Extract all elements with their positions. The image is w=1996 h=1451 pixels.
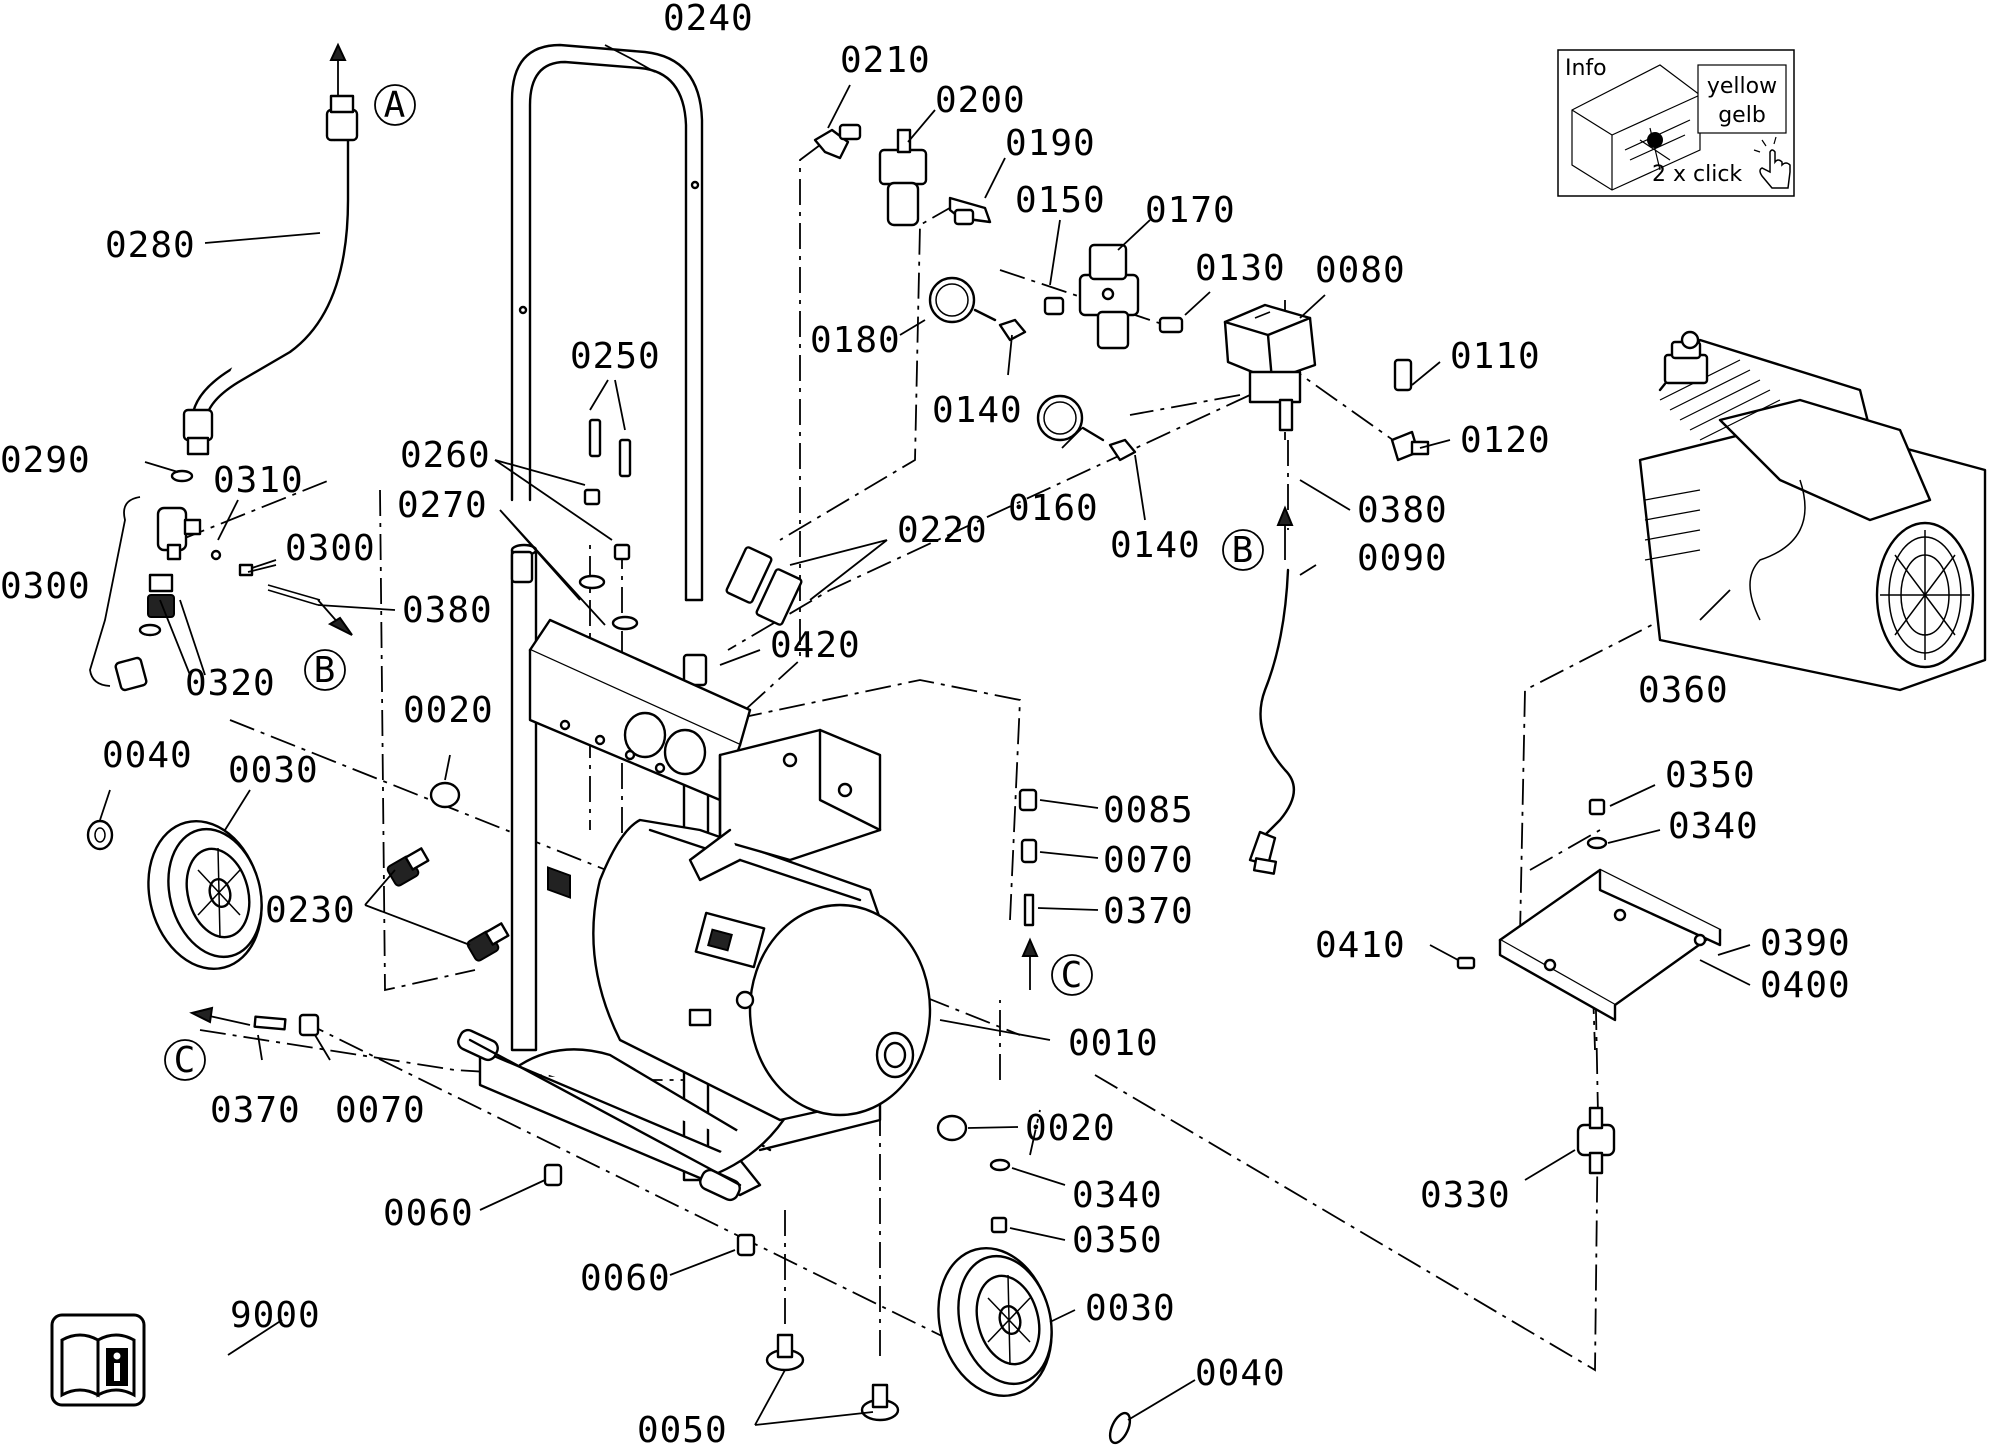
part-label: 0340	[1072, 1175, 1163, 1216]
part-label: 0150	[1015, 180, 1106, 221]
part-label: 0130	[1195, 248, 1286, 289]
part-label: 0180	[810, 320, 901, 361]
part-label: 0270	[397, 485, 488, 526]
part-label: 0110	[1450, 336, 1541, 377]
part-label: 0390	[1760, 923, 1851, 964]
part-label: 0120	[1460, 420, 1551, 461]
part-label: 0020	[1025, 1108, 1116, 1149]
info-box-hint: 2 x click	[1652, 162, 1742, 187]
part-label: 0030	[1085, 1288, 1176, 1329]
part-label: 0140	[932, 390, 1023, 431]
part-label: 0250	[570, 336, 661, 377]
color-label-de: gelb	[1718, 103, 1766, 128]
connector-markers: A B B C C	[164, 84, 1264, 1081]
connector-c-left-circle	[164, 1039, 206, 1081]
part-label: 0190	[1005, 123, 1096, 164]
connector-b-right-label: B	[1232, 530, 1255, 571]
part-label: 0380	[402, 590, 493, 631]
info-box[interactable]: Info yellow gelb 2 x click	[1557, 49, 1795, 197]
part-label: 0240	[663, 0, 754, 39]
wheel-left	[86, 819, 263, 971]
part-label: 0320	[185, 663, 276, 704]
part-label: 0170	[1145, 190, 1236, 231]
pump-base-plate	[1456, 798, 1722, 1175]
part-label: 0030	[228, 750, 319, 791]
part-label: 0080	[1315, 250, 1406, 291]
part-label: 9000	[230, 1295, 321, 1336]
part-labels: 0240 0210 0200 0190 0150 0170 0130 0080 …	[0, 0, 1851, 1451]
part-label: 0290	[0, 440, 91, 481]
part-label: 0060	[383, 1193, 474, 1234]
part-label: 0085	[1103, 790, 1194, 831]
part-label: 0060	[580, 1258, 671, 1299]
color-swatch-box	[1697, 64, 1787, 134]
power-cord	[1248, 568, 1295, 875]
part-label: 0300	[285, 528, 376, 569]
connector-a-circle	[374, 84, 416, 126]
part-label: 0160	[1008, 488, 1099, 529]
part-label: 0200	[935, 80, 1026, 121]
part-label: 0310	[213, 460, 304, 501]
part-label: 0140	[1110, 525, 1201, 566]
trolley-frame	[457, 43, 882, 1202]
part-label: 0360	[1638, 670, 1729, 711]
hand-pointer-icon	[1753, 136, 1791, 189]
part-label: 0350	[1072, 1220, 1163, 1261]
connector-c-right-label: C	[1061, 955, 1084, 996]
part-label: 0040	[102, 735, 193, 776]
part-label: 0070	[335, 1090, 426, 1131]
part-label: 0050	[637, 1410, 728, 1451]
part-label: 0260	[400, 435, 491, 476]
part-label: 0410	[1315, 925, 1406, 966]
part-label: 0330	[1420, 1175, 1511, 1216]
part-label: 0040	[1195, 1353, 1286, 1394]
hose-assembly	[89, 94, 359, 692]
connector-c-right-circle	[1051, 954, 1093, 996]
part-label: 0220	[897, 510, 988, 551]
part-label: 0280	[105, 225, 196, 266]
connector-a-label: A	[384, 85, 407, 126]
part-label: 0370	[1103, 891, 1194, 932]
wheel-right	[937, 1246, 1132, 1445]
part-label: 0380	[1357, 490, 1448, 531]
connector-b-left-label: B	[314, 650, 337, 691]
part-label: 0010	[1068, 1023, 1159, 1064]
connector-c-left-label: C	[174, 1040, 197, 1081]
color-label-en: yellow	[1707, 74, 1777, 99]
part-label: 0400	[1760, 965, 1851, 1006]
part-label: 0420	[770, 625, 861, 666]
manual-info-icon[interactable]	[50, 1313, 146, 1407]
part-label: 0210	[840, 40, 931, 81]
control-panel	[528, 618, 752, 899]
air-tank	[592, 728, 932, 1122]
part-label: 0070	[1103, 840, 1194, 881]
compressor-pump	[1638, 330, 1987, 692]
connector-b-right-circle	[1222, 529, 1264, 571]
part-label: 0340	[1668, 806, 1759, 847]
leader-lines	[99, 42, 1751, 1426]
connector-b-left-circle	[304, 649, 346, 691]
part-label: 0020	[403, 690, 494, 731]
part-label: 0230	[265, 890, 356, 931]
part-label: 0370	[210, 1090, 301, 1131]
regulator-chain	[813, 123, 1430, 462]
info-box-title: Info	[1565, 56, 1607, 81]
fittings	[253, 418, 1038, 1422]
part-label: 0090	[1357, 538, 1448, 579]
part-label: 0300	[0, 566, 91, 607]
part-label: 0350	[1665, 755, 1756, 796]
